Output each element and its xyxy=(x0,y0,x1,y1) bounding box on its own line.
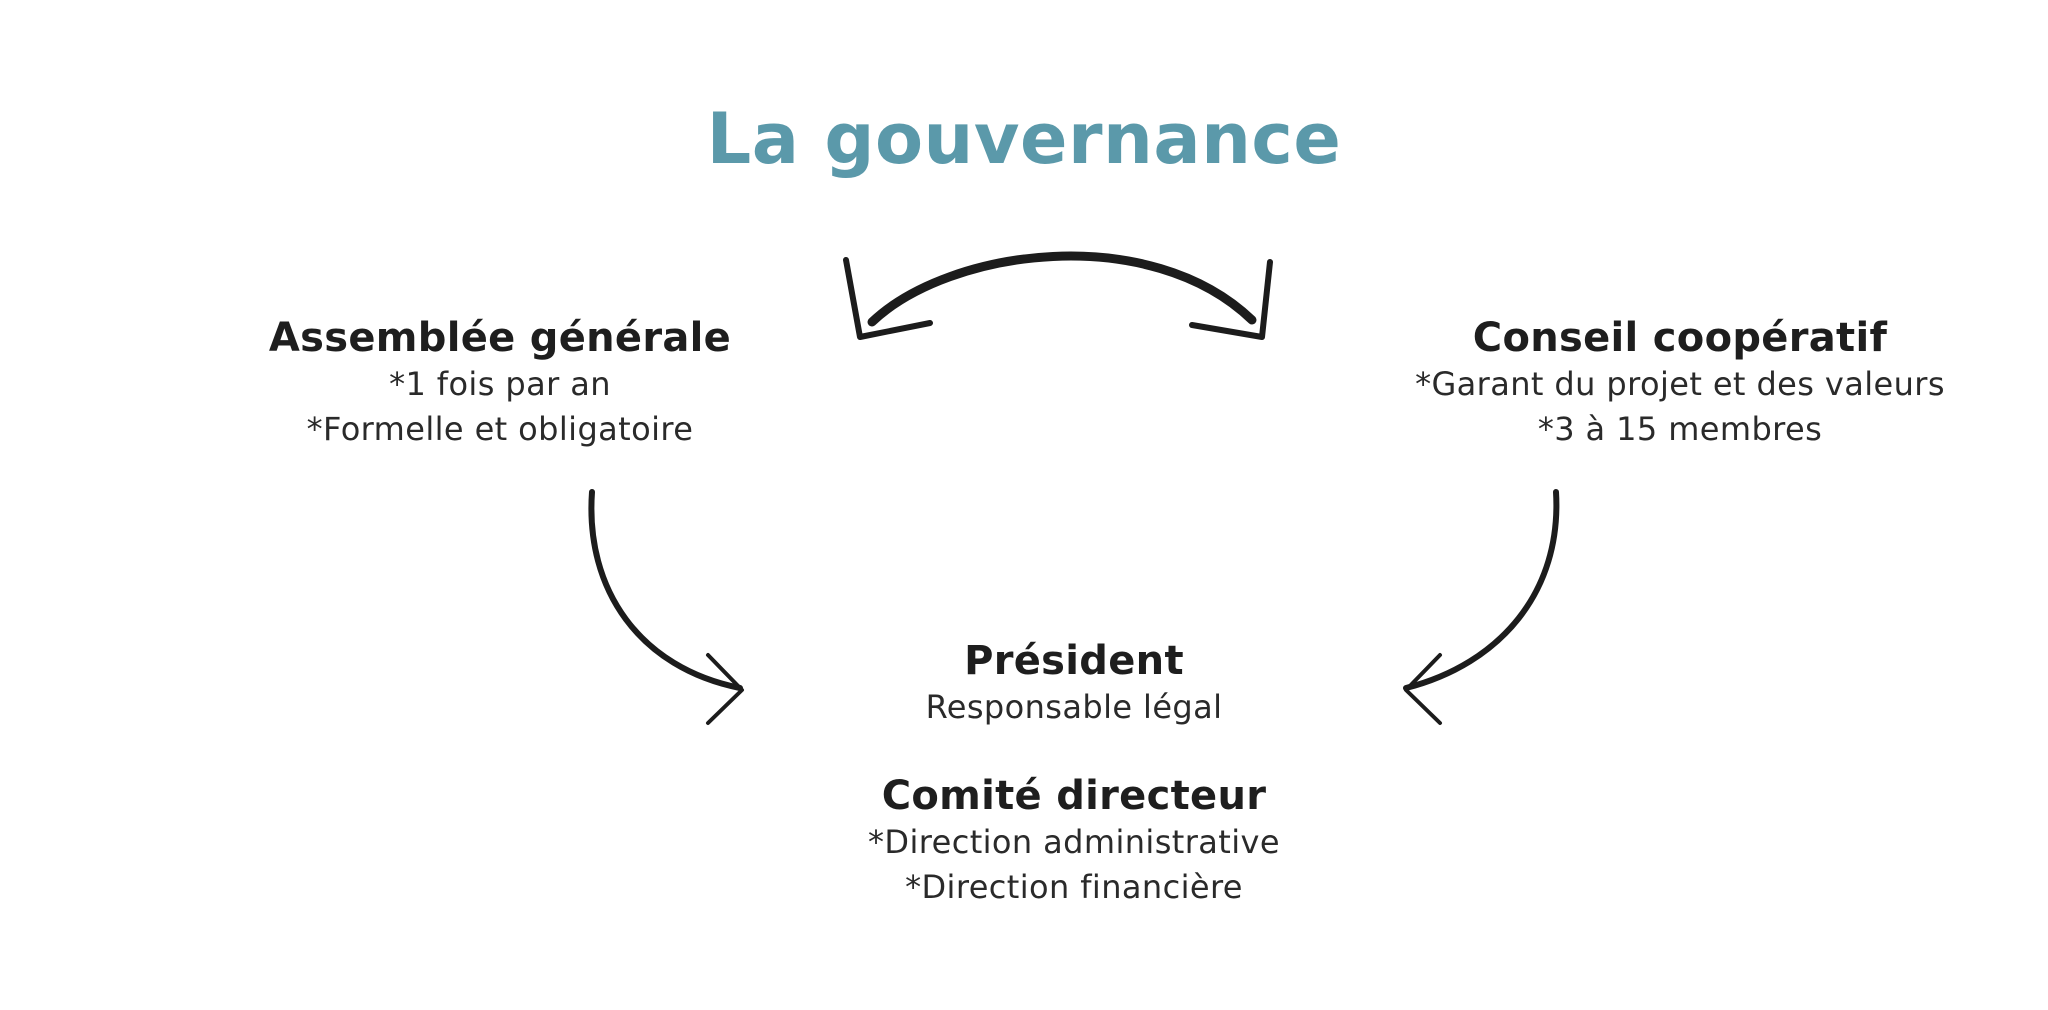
node-president: Président Responsable légal xyxy=(724,637,1424,730)
conseil-title: Conseil coopératif xyxy=(1472,315,1888,361)
arrow-assemblee-conseil-head-left xyxy=(843,257,933,340)
arrow-assemblee-president xyxy=(588,489,744,725)
arrow-assemblee-conseil-arc xyxy=(867,251,1257,327)
arrow-assemblee-president-head xyxy=(706,653,744,725)
comite-line-1: *Direction administrative xyxy=(868,823,1280,861)
node-assemblee-generale: Assemblée générale *1 fois par an *Forme… xyxy=(200,314,800,452)
conseil-line-1: *Garant du projet et des valeurs xyxy=(1415,365,1945,403)
comite-line-2: *Direction financière xyxy=(905,868,1243,906)
assemblee-line-1: *1 fois par an xyxy=(389,365,611,403)
president-title: Président xyxy=(964,638,1184,684)
arrow-conseil-president-curve xyxy=(1403,489,1560,691)
arrow-conseil-president xyxy=(1403,489,1560,725)
conseil-line-2: *3 à 15 membres xyxy=(1537,410,1823,448)
node-conseil-cooperatif: Conseil coopératif *Garant du projet et … xyxy=(1330,314,2030,452)
assemblee-title: Assemblée générale xyxy=(268,315,732,361)
president-line-1: Responsable légal xyxy=(925,688,1223,726)
comite-title: Comité directeur xyxy=(881,773,1267,819)
assemblee-line-2: *Formelle et obligatoire xyxy=(306,410,694,448)
arrow-assemblee-conseil-head-right xyxy=(1189,259,1273,340)
arrow-assemblee-conseil xyxy=(843,251,1273,340)
arrow-conseil-president-head xyxy=(1404,653,1442,725)
node-comite-directeur: Comité directeur *Direction administrati… xyxy=(724,772,1424,910)
arrow-assemblee-president-curve xyxy=(588,489,743,691)
diagram-title: La gouvernance xyxy=(706,98,1342,180)
